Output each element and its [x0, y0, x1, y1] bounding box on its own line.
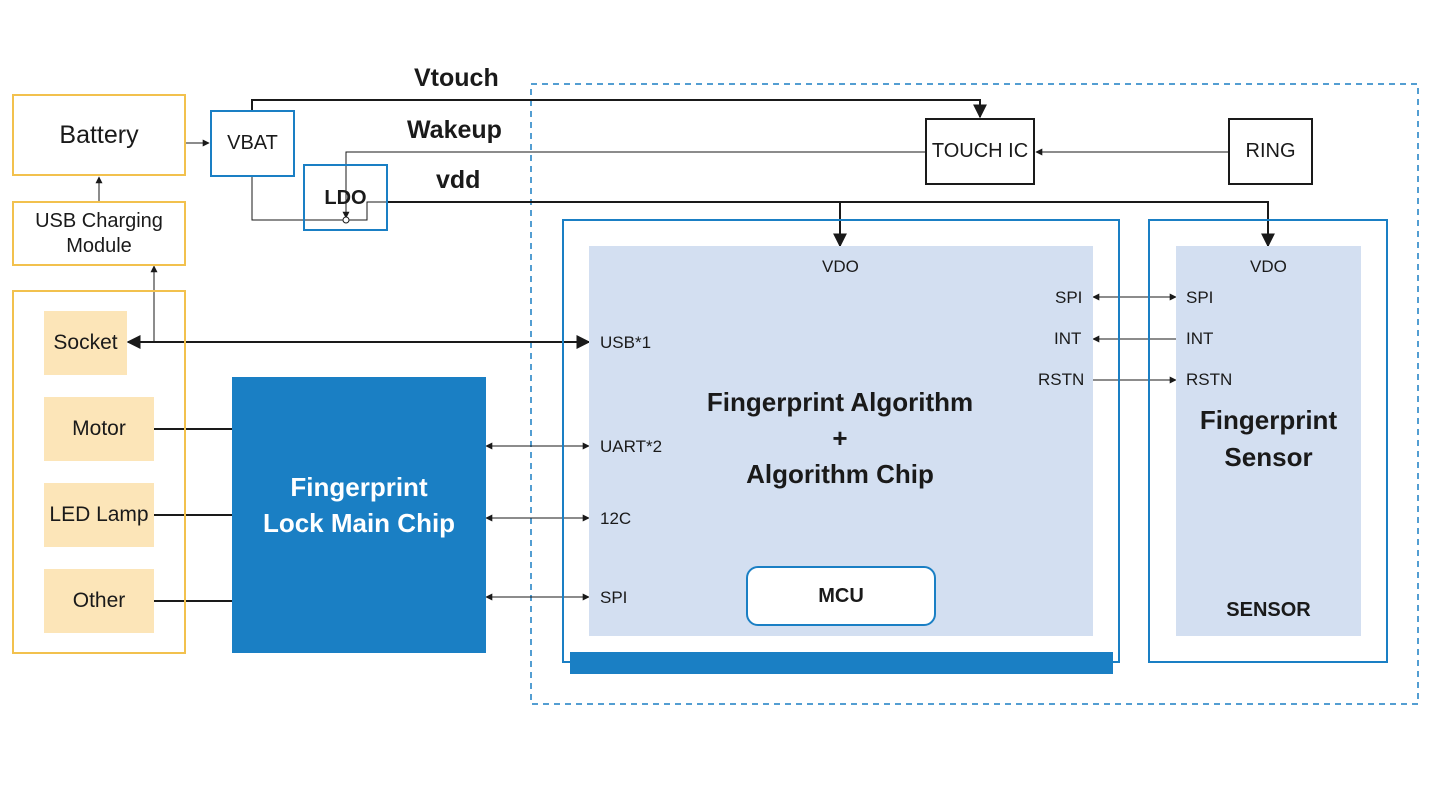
sensor-footer-text: SENSOR: [1226, 599, 1311, 621]
mcu-label: MCU: [818, 584, 864, 607]
algo-vdo-pin: VDO: [822, 257, 859, 276]
sensor-footer-label: SENSOR: [1176, 599, 1361, 622]
usb-charging-label-line1: USB Charging: [35, 209, 163, 232]
sensor-title-line2: Sensor: [1224, 442, 1313, 472]
usb-charging-label-line2: Module: [66, 234, 132, 257]
motor-label: Motor: [72, 417, 126, 440]
ring-label: RING: [1245, 140, 1296, 162]
algo-int-pin: INT: [1054, 329, 1082, 348]
signal-label-vdd: vdd: [436, 166, 481, 194]
signal-label-wakeup: Wakeup: [407, 116, 502, 144]
main-chip-box: Fingerprint Lock Main Chip: [232, 377, 486, 653]
socket-box: Socket: [44, 311, 127, 375]
algo-rstn-pin: RSTN: [1038, 370, 1085, 389]
sensor-rstn-pin: RSTN: [1186, 370, 1233, 389]
sensor-spi-pin: SPI: [1186, 288, 1214, 307]
vbat-label: VBAT: [227, 132, 278, 154]
other-label: Other: [72, 589, 126, 612]
led-lamp-box: LED Lamp: [44, 483, 154, 547]
algorithm-title-plus: +: [832, 423, 848, 453]
algo-spi-left-pin: SPI: [600, 588, 628, 607]
algo-spi-pin: SPI: [1055, 288, 1083, 307]
led-lamp-label: LED Lamp: [49, 503, 149, 526]
peripherals-group: [12, 290, 186, 654]
other-box: Other: [44, 569, 154, 633]
sensor-outline: [1148, 219, 1388, 663]
ldo-box: LDO: [303, 164, 388, 231]
socket-label: Socket: [53, 331, 118, 354]
battery-box: Battery: [12, 94, 186, 176]
algorithm-chip-title: Fingerprint Algorithm + Algorithm Chip: [640, 384, 1040, 492]
mcu-box: MCU: [746, 566, 936, 626]
algo-i2c-pin: 12C: [600, 509, 632, 528]
signal-label-vtouch: Vtouch: [414, 64, 499, 92]
sensor-title-line1: Fingerprint: [1199, 405, 1338, 435]
ring-box: RING: [1228, 118, 1313, 185]
sensor-vdo-pin: VDO: [1250, 257, 1287, 276]
main-chip-label-line2: Lock Main Chip: [262, 508, 456, 538]
algo-uart-pin: UART*2: [600, 437, 663, 456]
touch-ic-box: TOUCH IC: [925, 118, 1035, 185]
sensor-int-pin: INT: [1186, 329, 1214, 348]
vbat-box: VBAT: [210, 110, 295, 177]
main-chip-label-line1: Fingerprint: [290, 472, 428, 502]
algorithm-title-line1: Fingerprint Algorithm: [706, 387, 974, 417]
algo-usb-pin: USB*1: [600, 333, 652, 352]
usb-charging-module-box: USB Charging Module: [12, 201, 186, 266]
sensor-body: [1176, 246, 1361, 636]
sensor-title: Fingerprint Sensor: [1176, 402, 1361, 476]
algorithm-title-line2: Algorithm Chip: [746, 459, 934, 489]
motor-box: Motor: [44, 397, 154, 461]
battery-label: Battery: [59, 120, 139, 149]
touch-ic-label: TOUCH IC: [931, 140, 1029, 162]
module-boundary: [530, 83, 1419, 705]
ldo-label: LDO: [324, 187, 367, 209]
algorithm-chip-bottom-bar: [570, 652, 1113, 674]
